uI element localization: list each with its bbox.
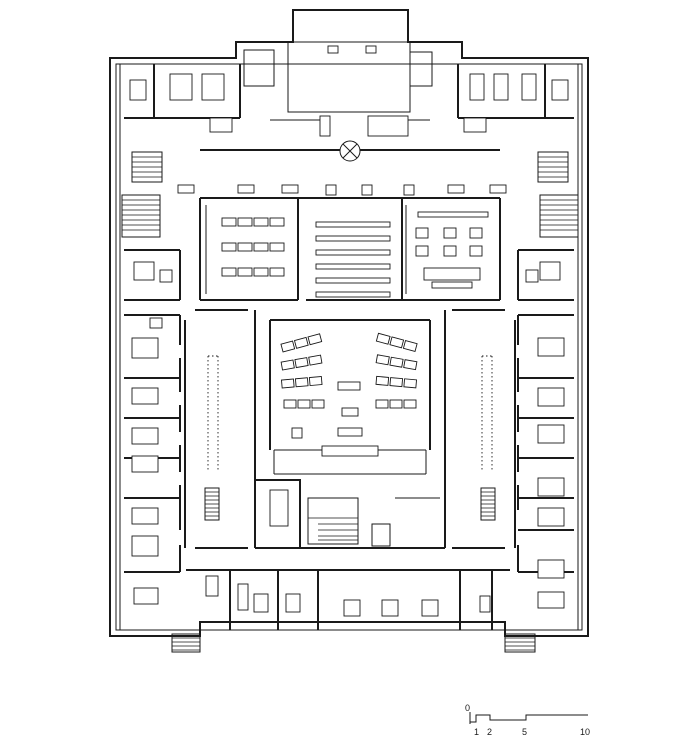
classroom-c-desks [415,211,489,289]
exterior-walls [109,9,589,637]
central-hall [254,310,446,549]
seminar-room [255,479,301,548]
south-offices [186,569,510,630]
north-entrance-block [200,41,500,162]
reading-room-desks [280,332,418,439]
scale-tick-10: 10 [580,727,590,737]
scale-bar: 0 1 2 5 10 [465,703,590,737]
scale-tick-5: 5 [522,727,527,737]
central-stair [307,497,440,547]
scale-tick-0: 0 [465,703,470,713]
west-offices [124,314,181,605]
scale-tick-2: 2 [487,727,492,737]
north-stairs [121,151,579,238]
classroom-b-seating [315,221,391,298]
east-offices [517,314,574,609]
entry-steps [171,633,536,653]
classroom-a-desks [221,217,285,277]
north-offices [124,64,574,133]
side-corridors [184,309,516,549]
lobby-benches [177,184,507,196]
north-classrooms [199,197,501,301]
scale-tick-1: 1 [474,727,479,737]
restrooms [124,249,574,301]
